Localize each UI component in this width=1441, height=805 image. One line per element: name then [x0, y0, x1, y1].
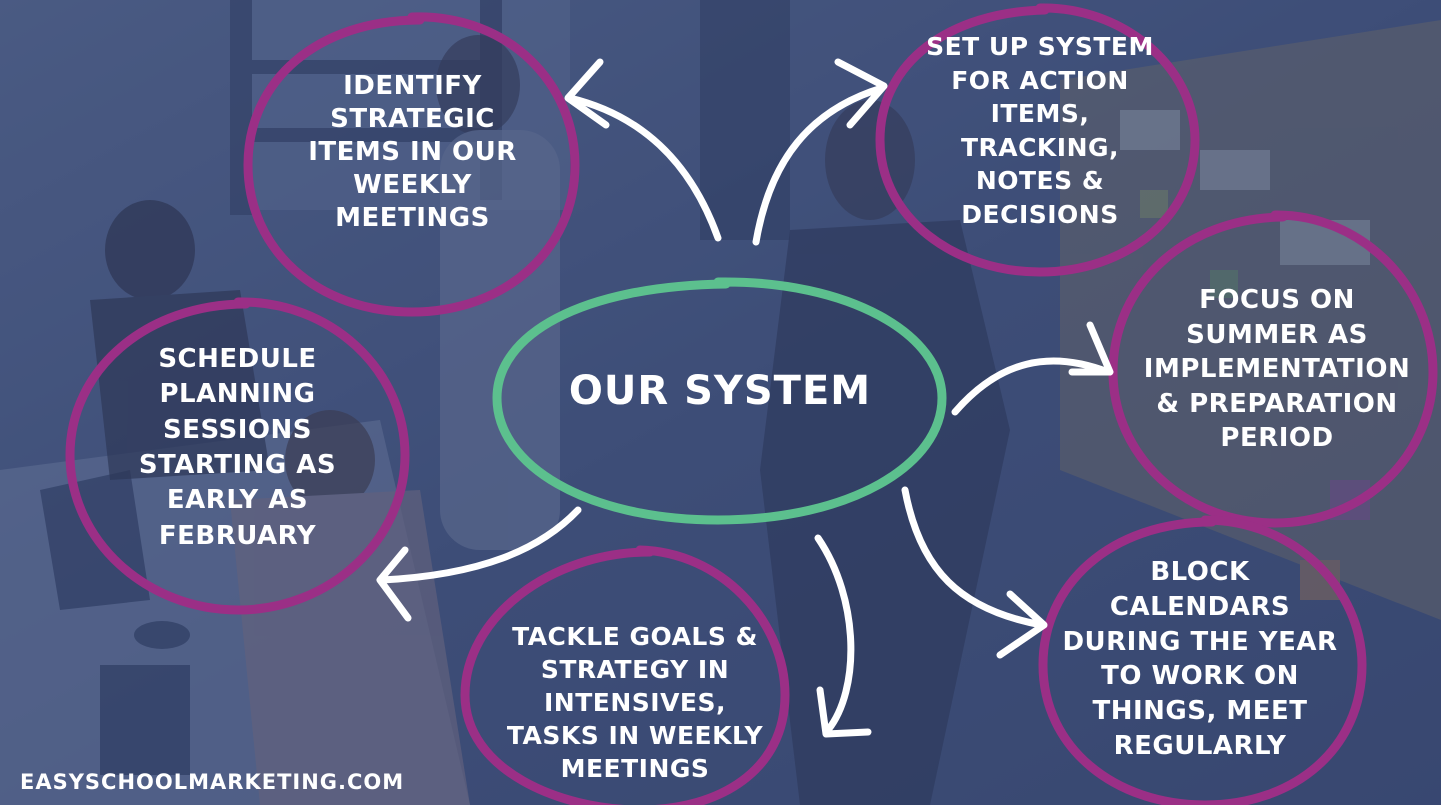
circle-schedule: [65, 297, 410, 615]
circle-focus: [1108, 210, 1438, 528]
node-setup-line: SET UP SYSTEM: [926, 32, 1154, 61]
node-focus-line: SUMMER AS: [1186, 319, 1368, 350]
node-tackle-line: TASKS IN WEEKLY: [506, 721, 764, 750]
circle-identify: [243, 12, 580, 317]
circle-tackle: [460, 545, 790, 805]
node-tackle-line: TACKLE GOALS &: [512, 622, 758, 651]
center-ellipse: [492, 277, 947, 525]
node-block: BLOCK CALENDARS DURING THE YEAR TO WORK ON T…: [1045, 555, 1355, 764]
node-setup-line: TRACKING,: [960, 132, 1120, 162]
node-schedule-line: FEBRUARY: [158, 520, 317, 551]
node-setup-line: DECISIONS: [961, 199, 1119, 229]
node-identify-line: MEETINGS: [335, 203, 490, 234]
node-setup-line: NOTES &: [975, 166, 1105, 195]
node-focus-line: IMPLEMENTATION: [1143, 354, 1411, 385]
node-tackle-line: STRATEGY IN: [540, 655, 730, 684]
node-identify-line: WEEKLY: [353, 170, 472, 201]
arrow-to-block: [901, 486, 1048, 659]
node-focus: FOCUS ON SUMMER AS IMPLEMENTATION& PREPARA…: [1118, 283, 1436, 456]
node-schedule-line: EARLY AS: [166, 485, 309, 516]
arrow-to-setup: [752, 58, 888, 246]
site-url: EASYSCHOOLMARKETING.COM: [20, 770, 405, 794]
node-identify-line: IDENTIFY: [343, 71, 482, 101]
node-block-line: BLOCK: [1150, 557, 1250, 587]
node-schedule-line: STARTING AS: [138, 450, 337, 481]
node-tackle: TACKLE GOALS & STRATEGY IN INTENSIVES, TASK…: [470, 620, 800, 785]
node-schedule-line: SCHEDULE: [158, 344, 317, 374]
circle-block: [1038, 515, 1367, 805]
circle-setup: [875, 3, 1200, 277]
node-schedule-line: PLANNING: [159, 379, 316, 410]
arrow-to-schedule: [376, 506, 582, 622]
node-schedule-line: SESSIONS: [162, 414, 313, 445]
arrow-to-identify: [564, 58, 722, 242]
node-setup-line: ITEMS,: [990, 99, 1090, 128]
node-tackle-line: MEETINGS: [560, 754, 710, 783]
node-setup: SET UP SYSTEM FOR ACTION ITEMS, TRACKING, NO…: [895, 30, 1185, 231]
arrow-to-focus: [951, 321, 1114, 416]
node-setup-line: FOR ACTION: [951, 65, 1129, 95]
node-focus-line: PERIOD: [1220, 423, 1334, 454]
node-tackle-line: INTENSIVES,: [543, 688, 726, 717]
node-focus-line: FOCUS ON: [1199, 285, 1355, 315]
node-identify-line: ITEMS IN OUR: [308, 137, 517, 168]
node-schedule: SCHEDULE PLANNING SESSIONS STARTING AS EARLY…: [85, 342, 390, 554]
node-focus-line: & PREPARATION: [1156, 388, 1398, 419]
node-block-line: REGULARLY: [1113, 731, 1287, 762]
node-block-line: THINGS, MEET: [1092, 696, 1308, 727]
node-block-line: DURING THE YEAR: [1062, 626, 1338, 657]
center-label: OUR SYSTEM: [568, 368, 872, 414]
node-identify-line: STRATEGIC: [330, 104, 495, 135]
node-block-line: CALENDARS: [1109, 591, 1291, 622]
arrow-to-tackle: [814, 534, 872, 738]
node-block-line: TO WORK ON: [1101, 661, 1299, 692]
